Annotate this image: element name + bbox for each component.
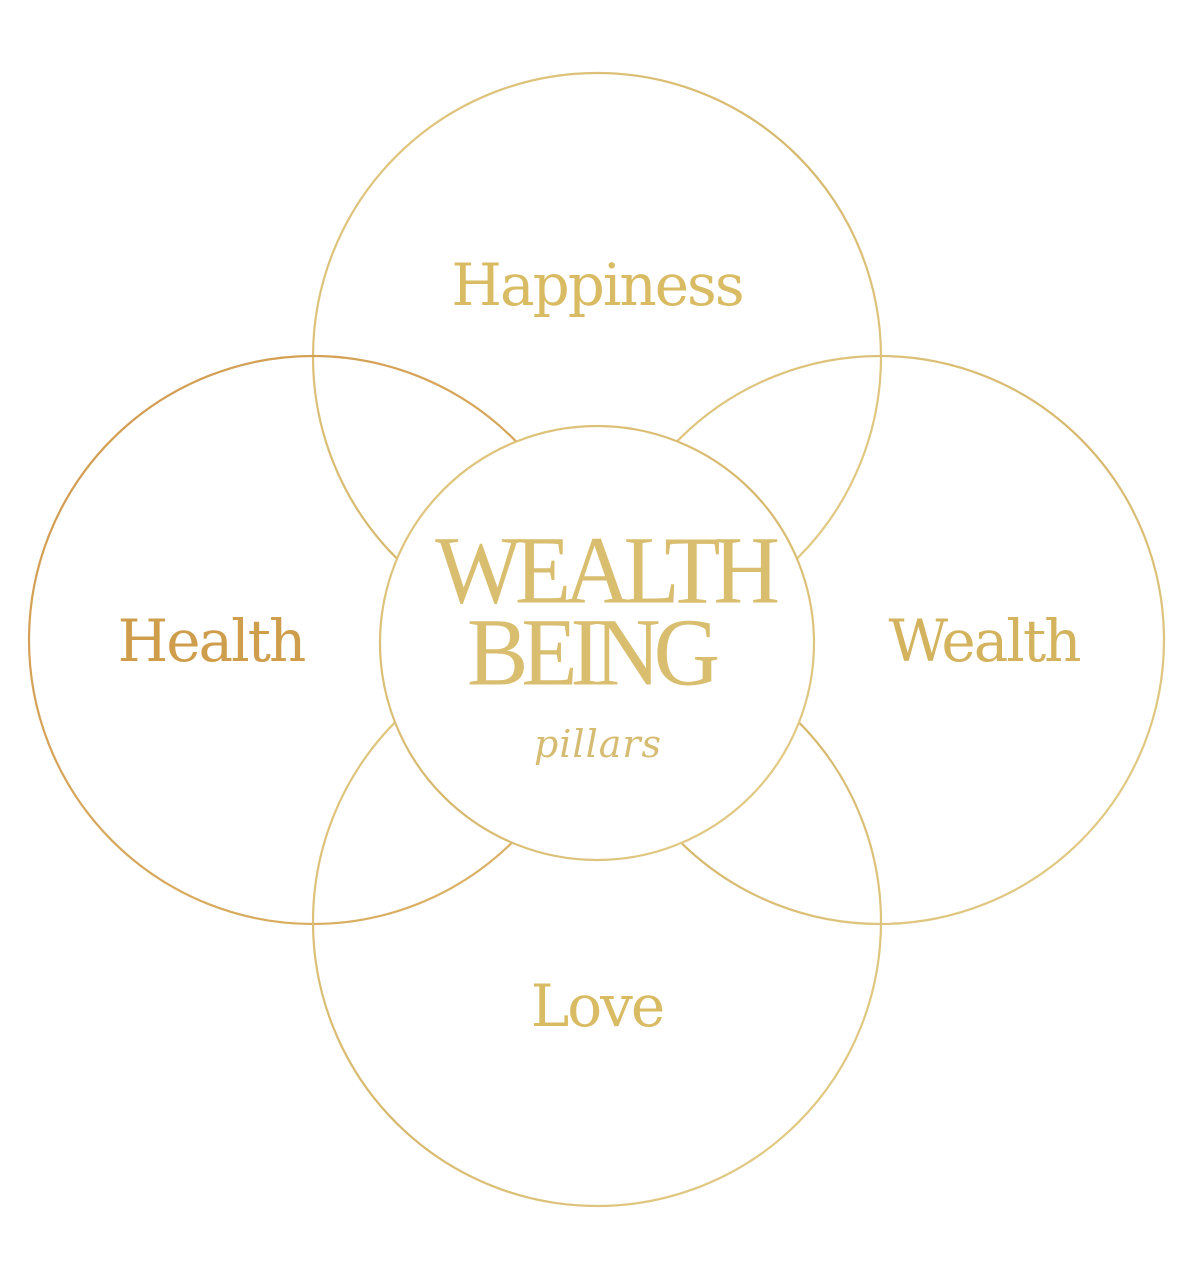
center-title-line1: WEALTH <box>435 516 780 624</box>
health-label: Health <box>117 607 307 675</box>
love-label: Love <box>530 972 666 1040</box>
center-circle <box>378 424 816 862</box>
center-title-line2: BEING <box>466 598 720 706</box>
happiness-label: Happiness <box>451 251 744 319</box>
center-subtitle: pillars <box>533 722 663 766</box>
wealth-label: Wealth <box>888 607 1082 675</box>
